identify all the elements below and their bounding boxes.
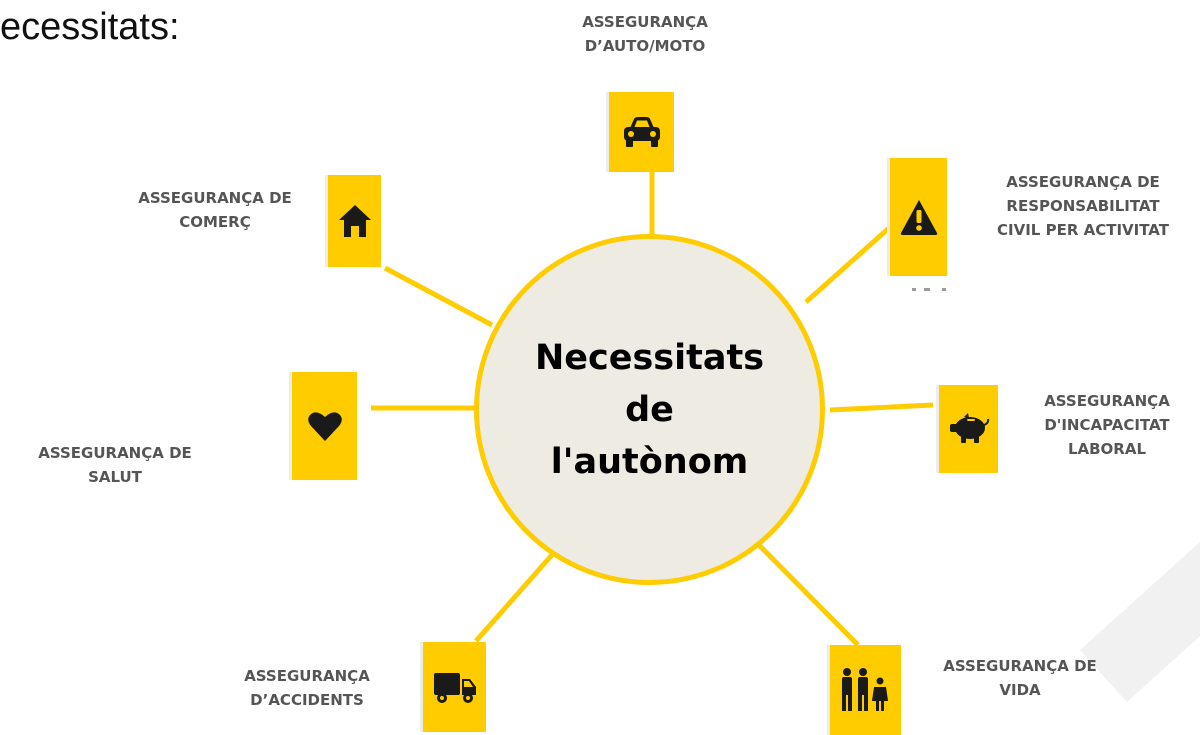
node-responsabilitat-label-line-3: CIVIL PER ACTIVITAT xyxy=(997,221,1169,239)
node-comerc-label-line-1: ASSEGURANÇA DE xyxy=(138,189,292,207)
connector-comerc xyxy=(383,265,494,328)
page-heading: ecessitats: xyxy=(0,6,180,48)
hub-title-line-1: Necessitats xyxy=(534,337,765,378)
node-responsabilitat-label: ASSEGURANÇA DE RESPONSABILITAT CIVIL PER… xyxy=(997,170,1169,242)
truck-icon xyxy=(433,673,476,703)
node-responsabilitat-tile xyxy=(887,158,947,276)
central-hub: Necessitats de l'autònom xyxy=(474,234,825,585)
connector-vida xyxy=(750,536,860,647)
node-incapacitat-tile xyxy=(936,385,998,473)
connector-accidents xyxy=(474,537,568,643)
node-salut-label-line-1: ASSEGURANÇA DE xyxy=(38,444,192,462)
hub-title-line-2: de xyxy=(625,389,674,430)
heart-icon xyxy=(307,412,342,441)
car-icon xyxy=(623,117,660,147)
node-responsabilitat-label-line-2: RESPONSABILITAT xyxy=(1006,197,1160,215)
connector-responsabilitat xyxy=(804,218,900,304)
home-icon xyxy=(338,205,371,237)
node-responsabilitat-label-line-1: ASSEGURANÇA DE xyxy=(1006,173,1160,191)
node-salut-label-line-2: SALUT xyxy=(88,468,142,486)
node-auto-label: ASSEGURANÇA D’AUTO/MOTO xyxy=(582,10,708,58)
node-comerc-label: ASSEGURANÇA DE COMERÇ xyxy=(138,186,292,234)
node-auto-label-line-2: D’AUTO/MOTO xyxy=(584,37,706,55)
warning-icon xyxy=(900,200,937,235)
node-vida-label-line-2: VIDA xyxy=(999,681,1041,699)
node-incapacitat-label-line-1: ASSEGURANÇA xyxy=(1044,392,1170,410)
piggy-bank-icon xyxy=(949,413,989,443)
node-salut-label: ASSEGURANÇA DE SALUT xyxy=(38,441,192,489)
hub-title: Necessitats de l'autònom xyxy=(520,332,780,488)
node-vida-tile xyxy=(827,645,901,735)
node-auto-label-line-1: ASSEGURANÇA xyxy=(582,13,708,31)
node-incapacitat-label: ASSEGURANÇA D'INCAPACITAT LABORAL xyxy=(1044,389,1170,461)
node-vida-label: ASSEGURANÇA DE VIDA xyxy=(943,654,1097,702)
node-accidents-label-line-2: D’ACCIDENTS xyxy=(250,691,364,709)
connector-incapacitat xyxy=(829,402,934,413)
node-incapacitat-label-line-2: D'INCAPACITAT xyxy=(1044,416,1170,434)
node-comerc-tile xyxy=(325,175,381,267)
node-auto-tile xyxy=(606,92,674,172)
family-icon xyxy=(841,668,888,711)
node-incapacitat-label-line-3: LABORAL xyxy=(1067,440,1147,458)
node-comerc-label-line-2: COMERÇ xyxy=(179,213,251,231)
node-accidents-tile xyxy=(420,642,486,732)
node-accidents-label-line-1: ASSEGURANÇA xyxy=(244,667,370,685)
node-vida-label-line-1: ASSEGURANÇA DE xyxy=(943,657,1097,675)
node-salut-tile xyxy=(289,372,357,480)
scan-artifact xyxy=(912,286,952,292)
node-accidents-label: ASSEGURANÇA D’ACCIDENTS xyxy=(244,664,370,712)
hub-title-line-3: l'autònom xyxy=(550,441,749,482)
